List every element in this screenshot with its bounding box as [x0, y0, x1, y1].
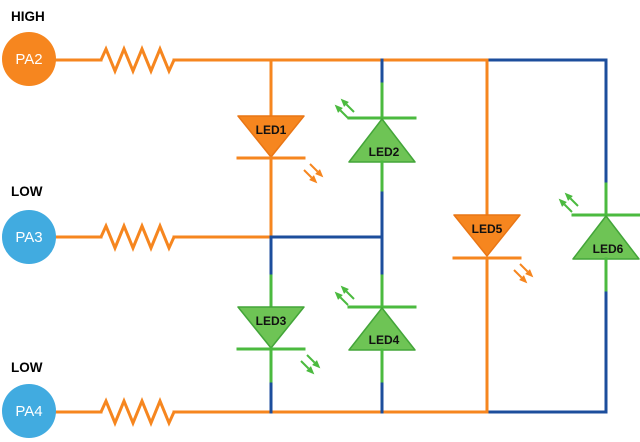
wire-pa2-row-blue — [485, 58, 608, 186]
led2-label: LED2 — [369, 145, 400, 159]
led4-label: LED4 — [369, 333, 400, 347]
led5-label: LED5 — [472, 222, 503, 236]
led1-emission-arrows-icon — [303, 163, 323, 183]
pa2-pin-label: PA2 — [15, 51, 42, 68]
led1-triangle — [237, 115, 305, 158]
led5-emission-arrows-icon — [513, 263, 533, 283]
led1-label: LED1 — [256, 123, 287, 137]
pin-pa2-node — [2, 32, 56, 86]
led3-triangle — [237, 306, 305, 349]
pin-pa4-node — [2, 384, 56, 438]
pa4-pin-label: PA4 — [15, 403, 42, 420]
pin-pa3-node — [2, 210, 56, 264]
led3-emission-arrows-icon — [300, 354, 320, 374]
wire-pa4-row-blue — [485, 288, 608, 414]
pa3-pin-label: PA3 — [15, 229, 42, 246]
resistor-pa4 — [99, 397, 176, 427]
pa2-state-label: HIGH — [11, 9, 45, 24]
pa4-state-label: LOW — [11, 360, 43, 375]
resistor-pa3 — [99, 222, 176, 252]
led4-emission-arrows-icon — [335, 286, 355, 306]
resistor-pa2 — [99, 45, 176, 75]
led2-emission-arrows-icon — [335, 99, 355, 119]
pa3-state-label: LOW — [11, 184, 43, 199]
led6-label: LED6 — [593, 242, 624, 256]
led5-triangle — [453, 214, 521, 257]
led3-label: LED3 — [256, 314, 287, 328]
led6-emission-arrows-icon — [559, 193, 579, 213]
